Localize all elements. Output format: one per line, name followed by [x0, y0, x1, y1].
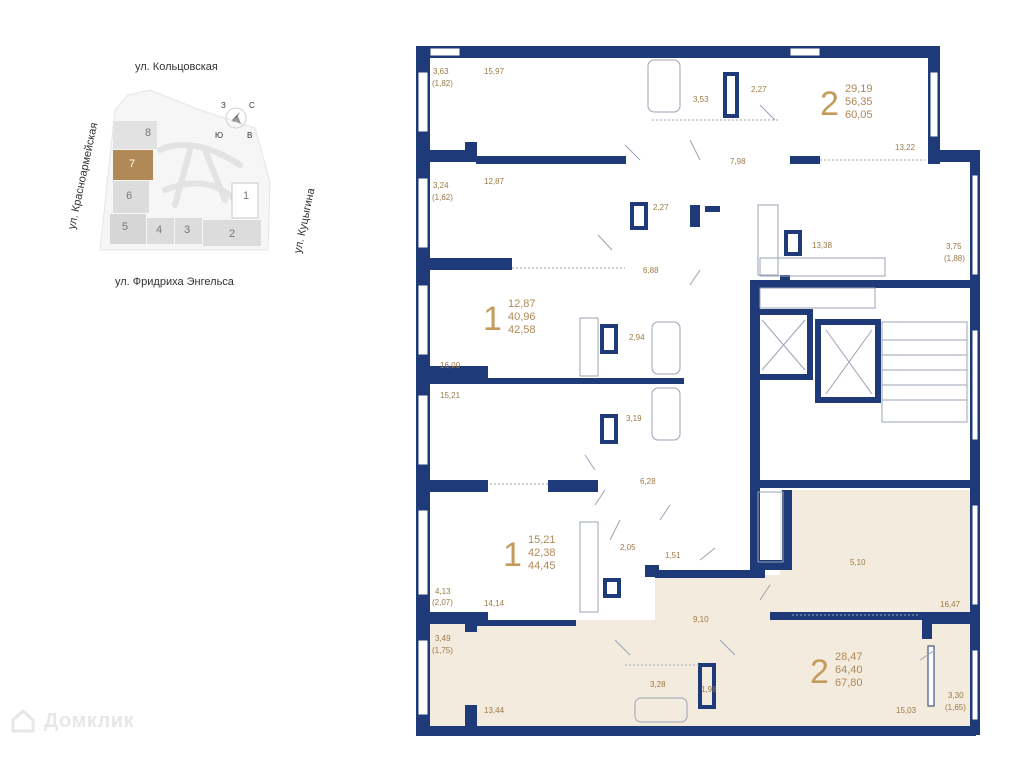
apartment-full-area: 42,58 [508, 324, 536, 336]
room-area: 4,13 [435, 587, 451, 596]
apartment-full-area: 60,05 [845, 109, 873, 121]
room-area: 3,49 [435, 634, 451, 643]
house-logo-icon [11, 708, 35, 733]
room-area: 2,94 [629, 333, 645, 342]
room-area: 16,00 [440, 361, 461, 370]
apartment-living-area: 29,19 [845, 83, 873, 95]
room-area: 2,05 [620, 543, 636, 552]
room-area: 7,98 [730, 157, 746, 166]
room-area-balcony: (1,82) [432, 79, 453, 88]
compass-w-label: З [221, 101, 226, 110]
street-north-label: ул. Кольцовская [135, 61, 218, 73]
compass-n-label: С [249, 101, 255, 110]
block-6-label: 6 [126, 190, 133, 202]
apartment-total-area: 40,96 [508, 311, 536, 323]
block-3[interactable] [175, 218, 202, 244]
apartment-full-area: 67,80 [835, 677, 863, 689]
room-area-balcony: (1,75) [432, 646, 453, 655]
apartment-rooms: 1 [503, 536, 522, 574]
apartment-full-area: 44,45 [528, 560, 556, 572]
block-4-label: 4 [156, 224, 163, 236]
room-area-balcony: (2,07) [432, 598, 453, 607]
block-3-label: 3 [184, 224, 191, 236]
room-area: 14,14 [484, 599, 505, 608]
room-area: 9,10 [693, 615, 709, 624]
block-4[interactable] [147, 218, 174, 244]
compass-s-label: Ю [215, 131, 224, 140]
block-8[interactable] [113, 121, 157, 149]
block-7-label: 7 [129, 158, 136, 170]
block-5[interactable] [110, 214, 146, 244]
apartment-rooms: 2 [820, 85, 839, 123]
room-area: 13,38 [812, 241, 833, 250]
apartment-total-area: 56,35 [845, 96, 873, 108]
apartment-living-area: 15,21 [528, 534, 556, 546]
block-2[interactable] [203, 220, 261, 246]
room-area: 2,27 [751, 85, 767, 94]
room-area: 6,28 [640, 477, 656, 486]
room-area: 3,75 [946, 242, 962, 251]
room-area: 12,87 [484, 177, 505, 186]
apartment-rooms: 2 [810, 653, 829, 691]
compass-e-label: В [247, 131, 253, 140]
room-area-balcony: (1,65) [945, 703, 966, 712]
room-area: 13,44 [484, 706, 505, 715]
apartment-living-area: 12,87 [508, 298, 536, 310]
block-7[interactable] [113, 150, 153, 180]
room-area-balcony: (1,88) [944, 254, 965, 263]
block-1[interactable] [231, 182, 259, 219]
watermark: Домклик [10, 708, 134, 734]
street-south-label: ул. Фридриха Энгельса [115, 276, 234, 288]
block-5-label: 5 [122, 221, 129, 233]
apartment-rooms: 1 [483, 300, 502, 338]
room-area: 1,98 [701, 685, 717, 694]
room-area: 3,53 [693, 95, 709, 104]
apartment-total-area: 64,40 [835, 664, 863, 676]
watermark-text: Домклик [44, 709, 135, 732]
room-area-balcony: (1,62) [432, 193, 453, 202]
block-6[interactable] [113, 181, 149, 213]
highlighted-apartment[interactable] [425, 490, 972, 730]
room-area: 16,47 [940, 600, 961, 609]
room-area: 15,97 [484, 67, 505, 76]
room-area: 3,63 [433, 67, 449, 76]
block-8-label: 8 [145, 127, 152, 139]
room-area: 3,30 [948, 691, 964, 700]
apartment-living-area: 28,47 [835, 651, 863, 663]
room-area: 3,24 [433, 181, 449, 190]
room-area: 5,10 [850, 558, 866, 567]
room-area: 3,19 [626, 414, 642, 423]
room-area: 13,22 [895, 143, 916, 152]
room-area: 3,28 [650, 680, 666, 689]
room-area: 15,21 [440, 391, 461, 400]
block-1-label: 1 [243, 190, 250, 202]
apartment-total-area: 42,38 [528, 547, 556, 559]
room-area: 1,51 [665, 551, 681, 560]
room-area: 15,03 [896, 706, 917, 715]
block-2-label: 2 [229, 228, 236, 240]
room-area: 6,88 [643, 266, 659, 275]
room-area: 2,27 [653, 203, 669, 212]
